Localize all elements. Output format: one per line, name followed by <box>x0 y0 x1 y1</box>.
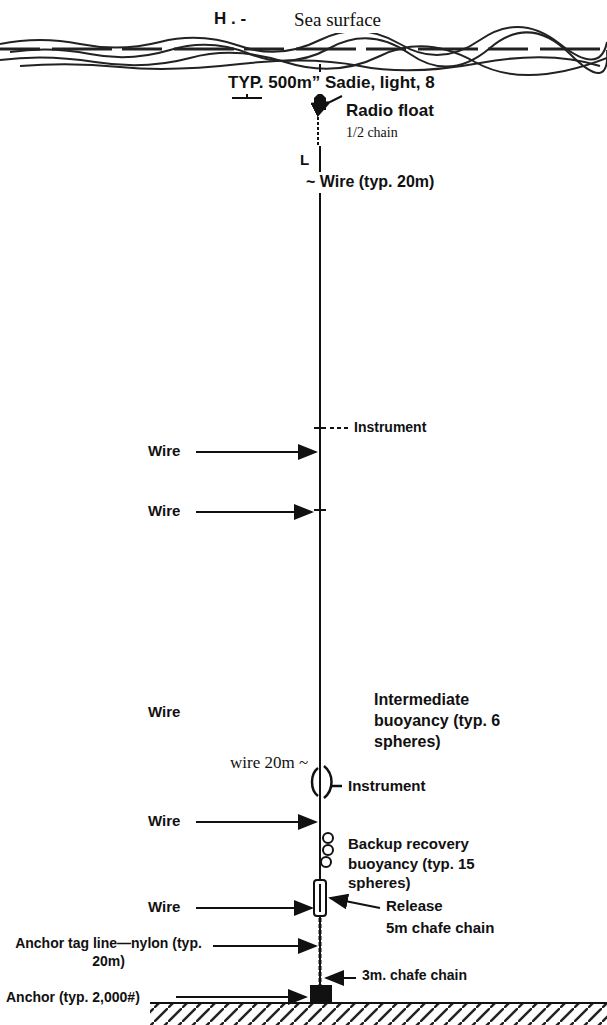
leader-arrows <box>176 452 380 997</box>
backup-spheres <box>321 833 333 867</box>
part-label: L <box>298 150 311 170</box>
wire-label: ~ Wire (typ. 20m) <box>304 172 436 193</box>
acoustic-release <box>314 880 326 916</box>
intermediate-buoyancy <box>312 766 342 798</box>
part-label: Anchor tag line—nylon (typ. 20m) <box>4 934 213 970</box>
part-label: 1/2 chain <box>344 124 400 142</box>
wire-label: Wire <box>146 441 182 461</box>
chafe-chain <box>319 918 322 985</box>
wire-label: wire 20m ~ <box>228 752 310 774</box>
seabed-hatching <box>150 1003 607 1025</box>
part-label: Radio float <box>344 100 436 122</box>
part-label: Intermediate buoyancy (typ. 6 spheres) <box>372 690 526 752</box>
part-label: Instrument <box>352 418 428 436</box>
scan-mark: H . - <box>212 8 248 30</box>
part-label: Instrument <box>346 776 428 796</box>
wire-label: Wire <box>146 702 182 722</box>
sea-surface <box>0 27 607 75</box>
wire-label: Wire <box>146 897 182 917</box>
surface-label: Sea surface <box>292 8 383 33</box>
anchor-block <box>310 985 332 1003</box>
wire-label: Wire <box>146 501 182 521</box>
part-label: 3m. chafe chain <box>360 966 469 984</box>
part-label: Backup recovery buoyancy (typ. 15 sphere… <box>346 834 500 893</box>
instrument-mark <box>314 422 350 516</box>
part-label: Release <box>384 896 445 916</box>
seabed-line <box>150 1002 607 1004</box>
part-label: Anchor (typ. 2,000#) <box>4 988 142 1006</box>
float-depth-label: TYP. 500m” Sadie, light, 8 <box>226 72 437 94</box>
part-label: 5m chafe chain <box>384 918 496 938</box>
wire-label: Wire <box>146 811 182 831</box>
mooring-wire <box>319 146 321 985</box>
